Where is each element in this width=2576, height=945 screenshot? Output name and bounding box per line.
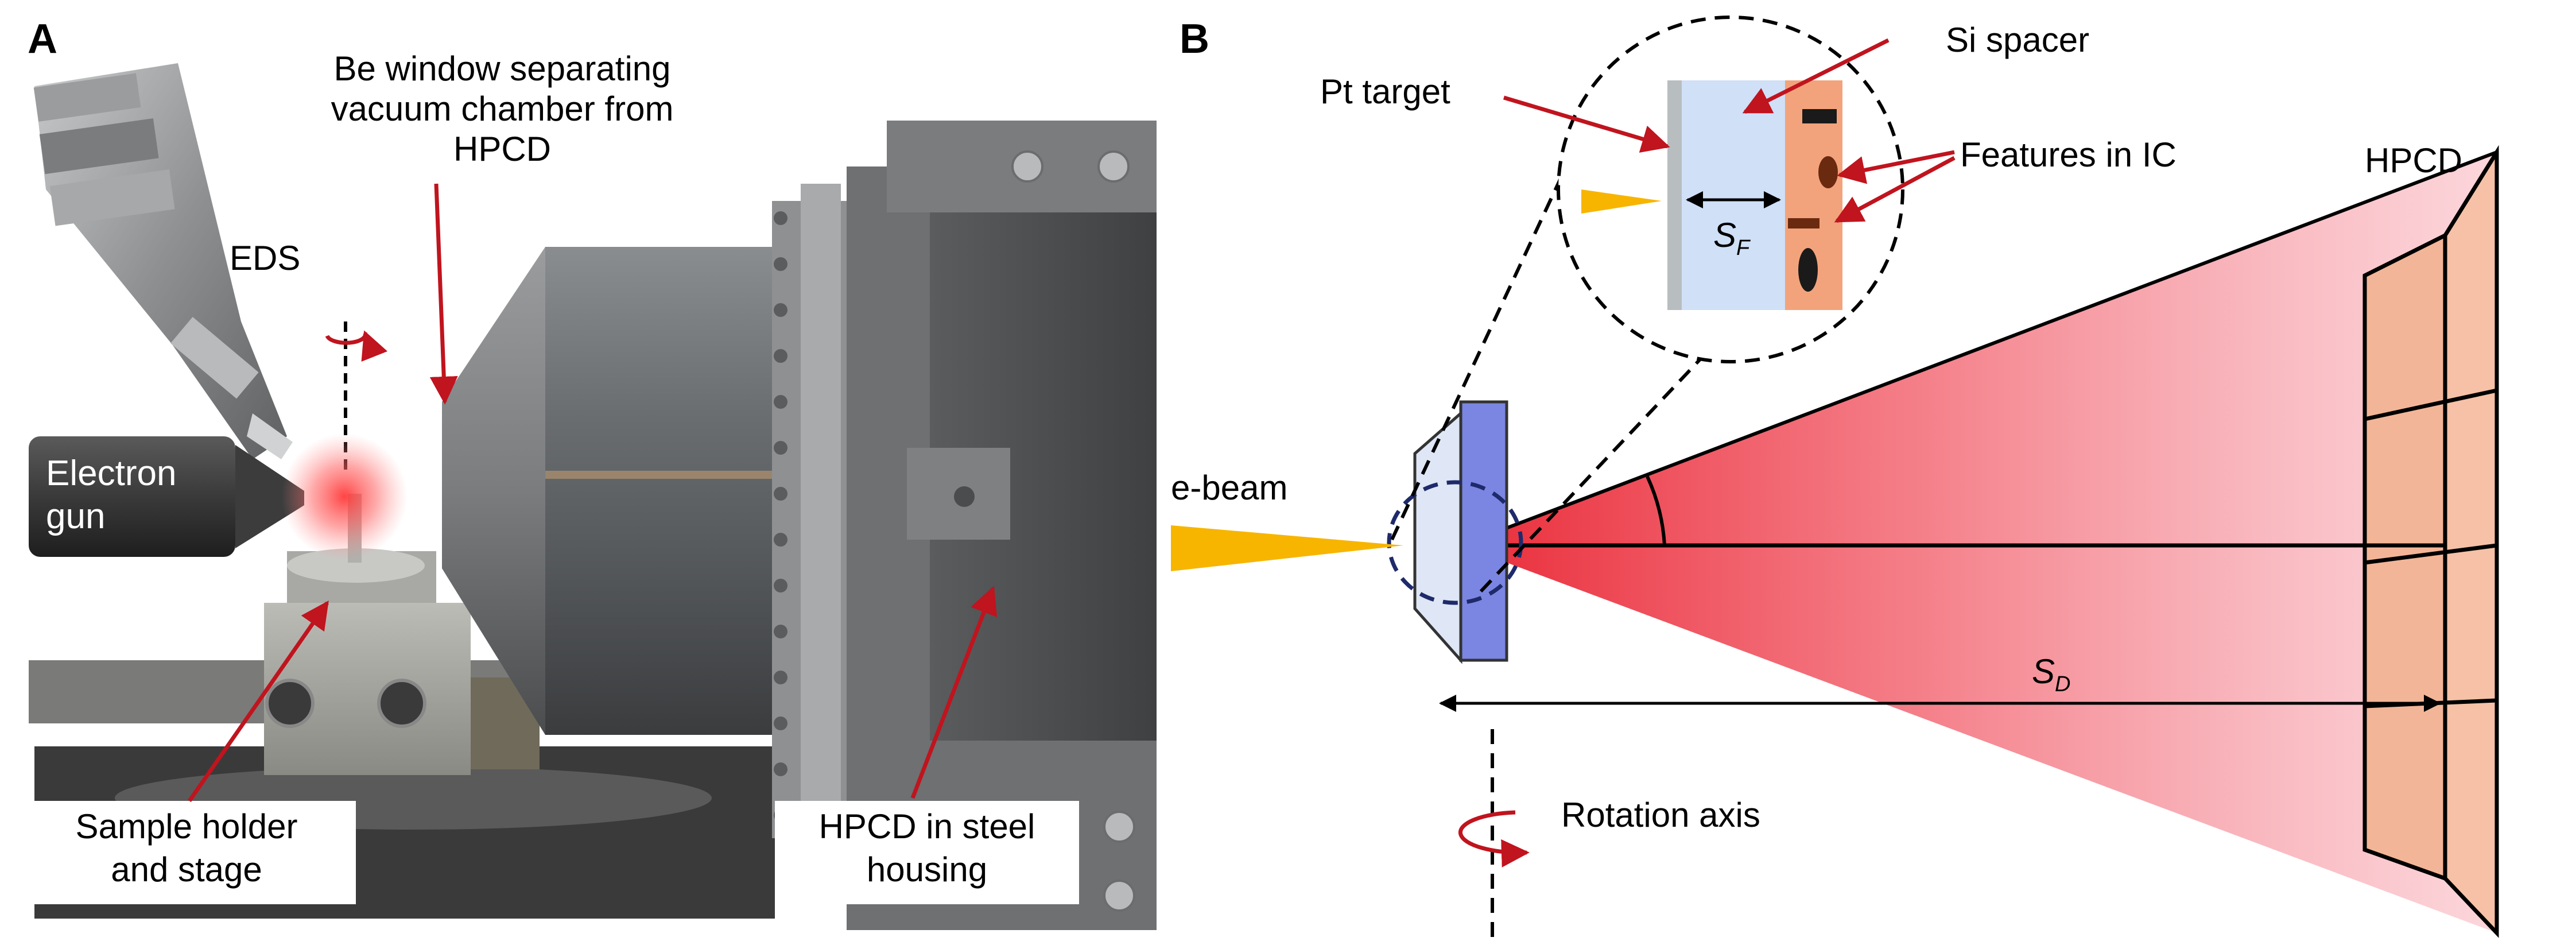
hpcd-housing-arrow xyxy=(910,586,998,799)
inset-pt-layer xyxy=(1667,80,1682,310)
panel-a: A EDS Electron gun xyxy=(23,16,1157,930)
si-spacer-label: Si spacer xyxy=(1946,21,2089,59)
inset-si-layer xyxy=(1682,80,1785,310)
electron-gun-icon xyxy=(29,433,408,560)
pt-target-label: Pt target xyxy=(1320,72,1450,111)
si-spacer-arrow xyxy=(1742,38,1890,114)
features-ic-label: Features in IC xyxy=(1960,135,2177,174)
chamber-highlight xyxy=(545,471,775,479)
ic-feature-4 xyxy=(1798,248,1818,292)
features-ic-arrow-1 xyxy=(1837,150,1955,184)
hpcd-detector xyxy=(2362,145,2499,938)
rotation-arrow-icon xyxy=(325,330,387,362)
pt-target-housing xyxy=(1413,410,1462,664)
e-beam-label: e-beam xyxy=(1171,468,1287,507)
panel-b: B HPCD e-beam xyxy=(1171,16,2499,942)
be-window-label-1: Be window separating xyxy=(333,49,670,88)
ic-feature-3 xyxy=(1788,218,1820,228)
features-ic-arrow-2 xyxy=(1834,156,1956,223)
rotation-axis-icon xyxy=(1458,810,1530,867)
cone-edge-top xyxy=(1460,150,2498,547)
stage-knob-left xyxy=(265,679,315,728)
housing-bolts xyxy=(1011,150,1135,912)
housing-bracket-screw xyxy=(954,486,975,507)
ic-feature-1 xyxy=(1802,109,1837,123)
hpcd-housing-label-2: housing xyxy=(867,850,987,889)
be-window-label-2: vacuum chamber from xyxy=(331,90,674,128)
panel-b-label: B xyxy=(1180,16,1209,62)
si-spacer-block xyxy=(1459,400,1508,662)
vacuum-chamber-cylinder xyxy=(545,247,775,735)
be-window-cone xyxy=(442,247,545,735)
ic-feature-2 xyxy=(1818,156,1838,188)
xray-cone xyxy=(1461,152,2497,933)
hpcd-housing-label-bg xyxy=(775,801,1079,904)
electron-gun-label-1: Electron xyxy=(46,454,176,493)
rotation-axis-label: Rotation axis xyxy=(1561,796,1760,834)
flange-ring xyxy=(801,184,841,855)
hpcd-housing-label-1: HPCD in steel xyxy=(819,807,1035,846)
be-window-label-3: HPCD xyxy=(453,130,551,168)
sd-label: SD xyxy=(2032,652,2070,696)
sf-label: SF xyxy=(1713,216,1751,260)
stage-knob-right xyxy=(377,679,426,728)
cone-angle-arc xyxy=(1646,475,1666,546)
target-detail-circle xyxy=(1387,480,1523,605)
inset-e-beam xyxy=(1581,189,1662,214)
sample-holder-label-bg xyxy=(23,801,356,904)
panel-a-label: A xyxy=(28,16,57,62)
be-window-arrow xyxy=(429,183,458,405)
sample-holder-label-1: Sample holder xyxy=(76,807,298,846)
hpcd-label: HPCD xyxy=(2365,141,2462,180)
sample-holder-label-2: and stage xyxy=(111,850,262,889)
sample-holder-top xyxy=(287,548,425,583)
electron-gun-label-2: gun xyxy=(46,497,105,536)
eds-label: EDS xyxy=(230,239,300,277)
sample-holder-arrow xyxy=(188,600,329,802)
inset-guide-left xyxy=(1390,102,1597,541)
e-beam-arrow xyxy=(1171,525,1403,571)
pt-target-arrow xyxy=(1503,95,1670,153)
eds-detector-icon xyxy=(33,63,293,459)
